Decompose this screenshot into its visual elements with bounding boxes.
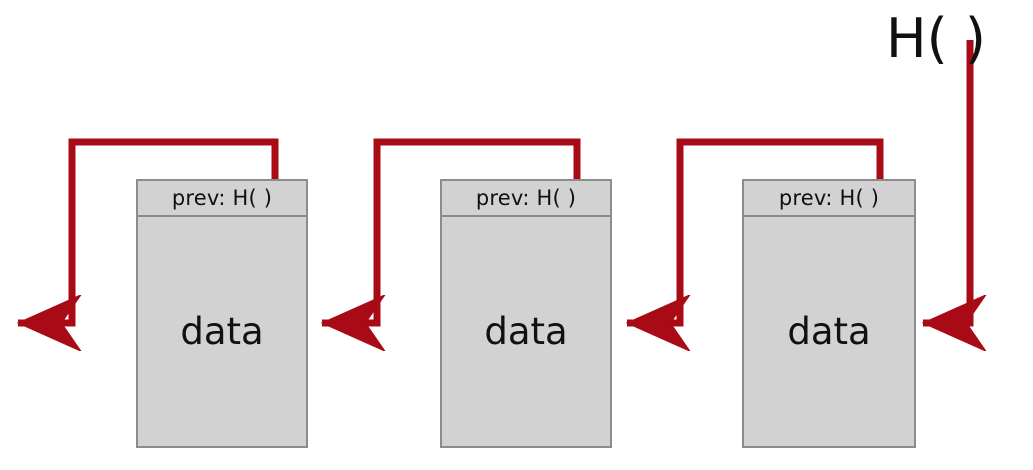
head-hash-label: H( ) <box>886 7 986 70</box>
block-2-prev-hash: prev: H( ) <box>442 181 610 217</box>
block-1: prev: H( ) data <box>136 179 308 448</box>
block-1-prev-hash: prev: H( ) <box>138 181 306 217</box>
block-1-data: data <box>180 310 264 353</box>
block-3-prev-hash: prev: H( ) <box>744 181 914 217</box>
arrow-block1-to-previous <box>18 138 279 323</box>
block-3-data: data <box>787 310 871 353</box>
block-2-data: data <box>484 310 568 353</box>
block-3: prev: H( ) data <box>742 179 916 448</box>
arrow-block3-to-block2 <box>627 138 884 323</box>
block-2: prev: H( ) data <box>440 179 612 448</box>
arrow-head-hash-to-block3 <box>923 40 970 323</box>
arrow-block2-to-block1 <box>322 138 581 323</box>
